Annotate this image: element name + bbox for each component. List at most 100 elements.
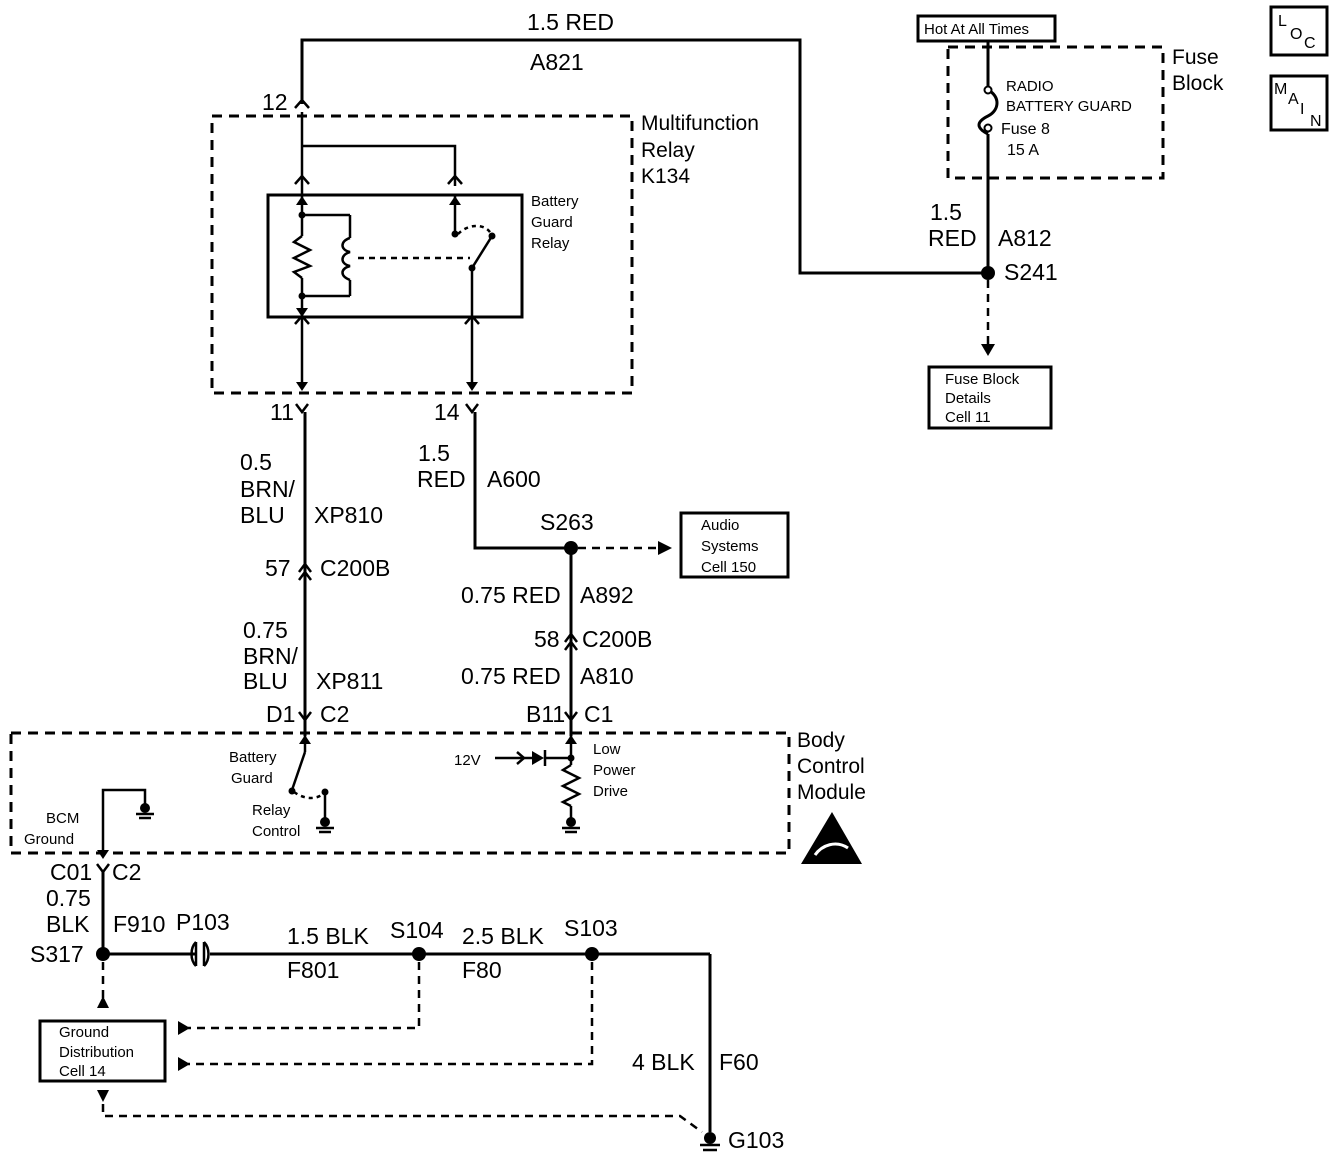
f910-gauge: 0.75: [46, 885, 91, 911]
splice-s104: [412, 947, 426, 961]
fuse-name-1: RADIO: [1006, 78, 1054, 95]
relay-title-2: Relay: [641, 139, 695, 162]
f910-color: BLK: [46, 911, 90, 937]
bcm-ground-circuit: [101, 788, 147, 856]
splice-s104-label: S104: [390, 917, 444, 943]
splice-s103: [585, 947, 599, 961]
hot-at-all-times-label: Hot At All Times: [924, 21, 1029, 38]
bcm-relay-switch: [290, 736, 327, 820]
c200b-left-label: C200B: [320, 555, 390, 581]
a600-gauge: 1.5: [418, 440, 450, 466]
f801-circuit: F801: [287, 957, 339, 983]
bcm-title-1: Body: [797, 729, 845, 752]
relay-control-ground-icon: [316, 817, 334, 834]
relay-title-3: K134: [641, 165, 690, 188]
pin-12-connector: [294, 98, 310, 109]
relay-pin-14: 14: [434, 399, 460, 425]
p103-connector: [190, 941, 210, 967]
bcm-ground-label-2: Ground: [24, 831, 74, 848]
fuse-block-title-1: Fuse: [1172, 46, 1219, 69]
bcm-pin-c01: C01: [50, 859, 92, 885]
splice-s263: [564, 541, 578, 555]
wire-a812-gauge: 1.5: [930, 199, 962, 225]
splice-s317: [96, 947, 110, 961]
fuse-symbol: [977, 41, 999, 273]
bcm-control-label: Control: [252, 823, 300, 840]
f910-circuit: F910: [113, 911, 165, 937]
bcm-pin-d1: D1: [266, 701, 295, 727]
relay-title-1: Multifunction: [641, 112, 759, 135]
main-icon: M A I N: [1269, 74, 1329, 132]
driver-label-1: Low: [593, 741, 621, 758]
bcm-title-2: Control: [797, 755, 865, 778]
bcm-ground-icon: [136, 803, 154, 820]
relay-pin-11: 11: [270, 399, 294, 425]
bcm-gnd-conn-c2: C2: [112, 859, 141, 885]
bcm-guard-label: Guard: [231, 770, 273, 787]
f80-circuit: F80: [462, 957, 502, 983]
splice-s241-label: S241: [1004, 259, 1058, 285]
fuse-block-ref-arrow: [981, 344, 995, 356]
relay-inner-label-1: Battery: [531, 193, 579, 210]
audio-systems-ref: [679, 511, 790, 579]
fuse-name-2: BATTERY GUARD: [1006, 98, 1132, 115]
fuse-details-line-2: Details: [945, 390, 991, 407]
splice-s103-label: S103: [564, 915, 618, 941]
f801-gauge-color: 1.5 BLK: [287, 923, 369, 949]
driver-label-3: Drive: [593, 783, 628, 800]
c200b-left-connector: [298, 561, 312, 581]
loc-icon: L O C: [1269, 5, 1329, 57]
svg-text:I: I: [1300, 101, 1304, 118]
bcm-ground-label-1: BCM: [46, 810, 79, 827]
fuse-block-title-2: Block: [1172, 72, 1224, 95]
xp810-color-2: BLU: [240, 502, 285, 528]
wire-a821: [300, 38, 988, 275]
ground-dist-line-2: Distribution: [59, 1044, 134, 1061]
xp811-color-1: BRN/: [243, 643, 299, 669]
bcm-conn-c2: C2: [320, 701, 349, 727]
relay-inner-label-2: Guard: [531, 214, 573, 231]
wire-a821-gauge: 1.5 RED: [527, 9, 614, 35]
svg-text:L: L: [1278, 13, 1287, 30]
c200b-pin-58: 58: [534, 626, 560, 652]
c200b-pin-57: 57: [265, 555, 291, 581]
ground-dist-line-1: Ground: [59, 1024, 109, 1041]
a600-circuit: A600: [487, 466, 541, 492]
bcm-title-3: Module: [797, 781, 866, 804]
driver-label-2: Power: [593, 762, 636, 779]
relay-internals: [266, 112, 524, 388]
svg-text:M: M: [1274, 81, 1287, 98]
wire-a821-circuit: A821: [530, 49, 584, 75]
audio-ref-line-3: Cell 150: [701, 559, 756, 576]
body-control-module-box: [9, 731, 791, 855]
a810-circuit: A810: [580, 663, 634, 689]
fuse-block-box: [946, 45, 1165, 180]
p103-label: P103: [176, 909, 230, 935]
a600-color: RED: [417, 466, 466, 492]
c200b-right-connector: [564, 631, 578, 651]
xp810-circuit: XP810: [314, 502, 383, 528]
svg-text:N: N: [1310, 113, 1322, 130]
ground-wires: [101, 872, 712, 1132]
diode-icon: [532, 751, 544, 765]
bcm-conn-c1: C1: [584, 701, 613, 727]
fuse-details-line-3: Cell 11: [945, 409, 991, 426]
splice-s317-label: S317: [30, 941, 84, 967]
c200b-right-label: C200B: [582, 626, 652, 652]
xp811-gauge: 0.75: [243, 617, 288, 643]
fuse-details-line-1: Fuse Block: [945, 371, 1020, 388]
svg-text:C: C: [1304, 35, 1316, 52]
low-power-drive: [495, 736, 582, 820]
audio-ref-line-1: Audio: [701, 517, 739, 534]
ground-dist-line-3: Cell 14: [59, 1063, 106, 1080]
relay-pin-12: 12: [262, 89, 288, 115]
g103-ground-icon: [700, 1132, 720, 1152]
xp810-color-1: BRN/: [240, 476, 296, 502]
splice-s241: [981, 266, 995, 280]
f80-gauge-color: 2.5 BLK: [462, 923, 544, 949]
splice-s263-label: S263: [540, 509, 594, 535]
g103-label: G103: [728, 1127, 784, 1153]
f60-gauge-color: 4 BLK: [632, 1049, 695, 1075]
xp811-color-2: BLU: [243, 668, 288, 694]
